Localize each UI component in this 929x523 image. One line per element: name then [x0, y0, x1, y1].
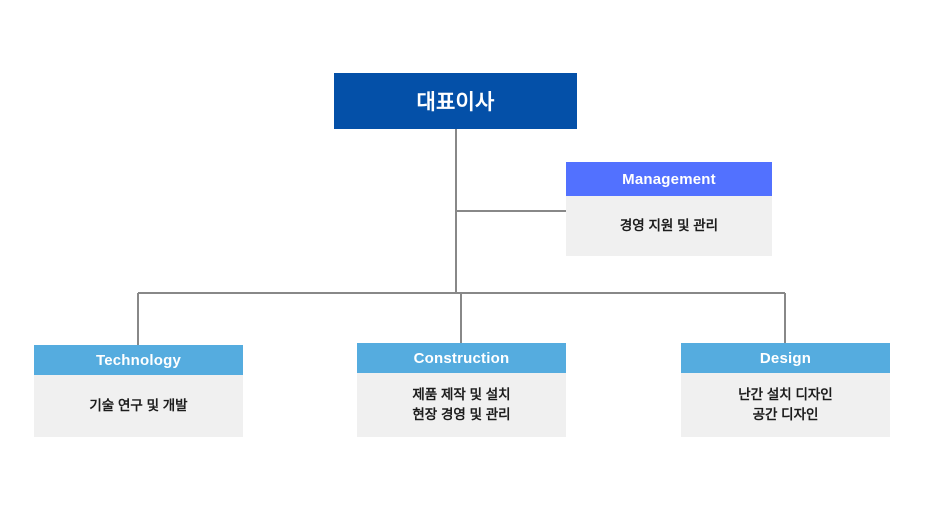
- org-node-technology-title: Technology: [34, 345, 243, 375]
- org-node-design-body: 난간 설치 디자인 공간 디자인: [681, 373, 890, 437]
- org-node-design-line-2: 공간 디자인: [752, 407, 819, 422]
- org-node-technology[interactable]: Technology 기술 연구 및 개발: [34, 345, 243, 437]
- org-node-technology-line-1: 기술 연구 및 개발: [89, 398, 188, 414]
- org-node-design-line-1: 난간 설치 디자인: [738, 387, 833, 403]
- org-node-construction[interactable]: Construction 제품 제작 및 설치 현장 경영 및 관리: [357, 343, 566, 437]
- org-node-construction-body: 제품 제작 및 설치 현장 경영 및 관리: [357, 373, 566, 437]
- org-node-management[interactable]: Management 경영 지원 및 관리: [566, 162, 772, 256]
- org-node-construction-line-2: 현장 경영 및 관리: [412, 407, 511, 422]
- org-node-management-body: 경영 지원 및 관리: [566, 196, 772, 256]
- org-node-construction-title: Construction: [357, 343, 566, 373]
- org-node-design-title: Design: [681, 343, 890, 373]
- org-node-technology-body: 기술 연구 및 개발: [34, 375, 243, 437]
- org-node-management-line-1: 경영 지원 및 관리: [619, 218, 719, 234]
- org-node-construction-line-1: 제품 제작 및 설치: [412, 387, 511, 403]
- org-node-design[interactable]: Design 난간 설치 디자인 공간 디자인: [681, 343, 890, 437]
- org-node-ceo-title: 대표이사: [334, 73, 577, 129]
- org-node-management-title: Management: [566, 162, 772, 196]
- org-node-ceo[interactable]: 대표이사: [334, 73, 577, 129]
